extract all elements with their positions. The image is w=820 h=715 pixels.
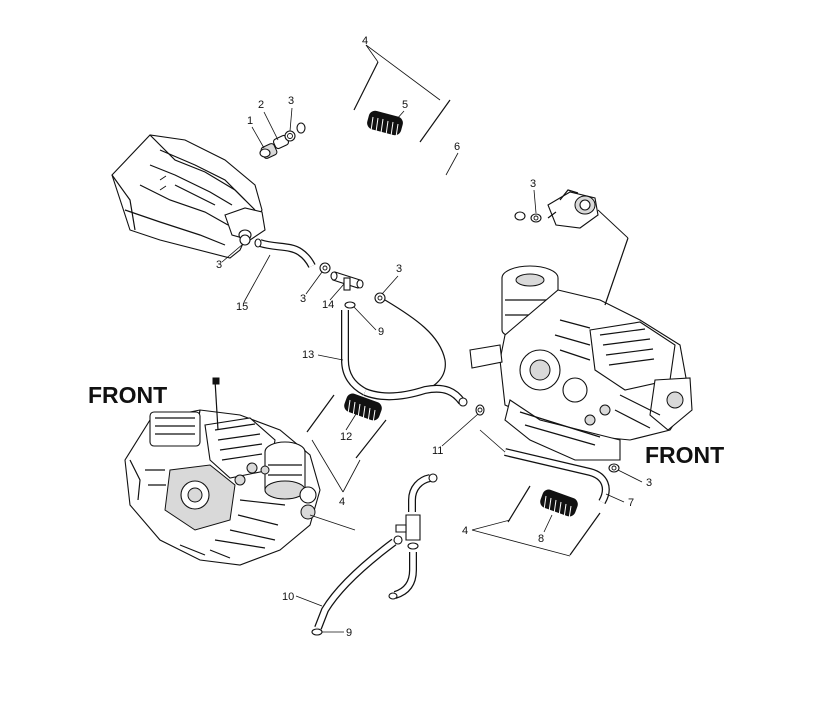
- intake-adapter: [547, 189, 629, 239]
- callout-6: 6: [454, 141, 460, 153]
- callout-5: 5: [402, 99, 408, 111]
- clamp-9-upper: [344, 301, 356, 309]
- clamp-3-upper-right: [374, 292, 386, 304]
- sleeve-5: [367, 110, 403, 138]
- clamp-3-right-top: [530, 213, 542, 223]
- clamp-3-top: [284, 130, 296, 142]
- hose-lower-assembly: [311, 473, 438, 636]
- clamp-3-mid: [319, 262, 331, 274]
- callout-13: 13: [302, 349, 314, 361]
- callout-12: 12: [340, 431, 352, 443]
- callouts: 1 2 3 4 5 6 3 3 15 3 14 3 9 13 12 4 11 3: [216, 35, 652, 639]
- callout-4-top: 4: [362, 35, 368, 47]
- front-label-left: FRONT: [88, 382, 167, 408]
- callout-7: 7: [628, 497, 634, 509]
- hose-13: [341, 310, 368, 396]
- front-label-right: FRONT: [645, 442, 724, 468]
- callout-14: 14: [322, 299, 334, 311]
- hose-15: [254, 238, 316, 268]
- sleeve-8: [540, 489, 578, 520]
- clamp-3-lower-right: [608, 463, 620, 473]
- engine-right: [469, 237, 693, 461]
- callout-9-upper: 9: [378, 326, 384, 338]
- tie-straps-4-top: [353, 44, 451, 143]
- tie-straps-4-middle: [306, 394, 387, 493]
- callout-3-top: 3: [288, 95, 294, 107]
- callout-4-lower: 4: [462, 525, 468, 537]
- callout-9-lower: 9: [346, 627, 352, 639]
- callout-3-lower-right: 3: [646, 477, 652, 489]
- callout-4-middle: 4: [339, 496, 345, 508]
- callout-3-left: 3: [216, 259, 222, 271]
- callout-2: 2: [258, 99, 264, 111]
- clamp-11: [475, 404, 485, 416]
- callout-3-upper-right: 3: [396, 263, 402, 275]
- callout-10: 10: [282, 591, 294, 603]
- tie-straps-4-lower: [471, 485, 601, 557]
- fitting-1: [259, 143, 278, 159]
- callout-1: 1: [247, 115, 253, 127]
- clamp-3-left: [239, 234, 251, 246]
- sleeve-12: [344, 393, 382, 424]
- callout-11: 11: [432, 445, 443, 457]
- callout-3-mid: 3: [300, 293, 306, 305]
- hose-7: [479, 429, 610, 504]
- airbox-housing: [111, 134, 266, 259]
- callout-15: 15: [236, 301, 248, 313]
- callout-3-right-top: 3: [530, 178, 536, 190]
- hose-long-lower: [363, 299, 468, 407]
- hose-6: [296, 119, 526, 221]
- tee-fitting-14: [330, 271, 364, 291]
- engine-left: [124, 377, 356, 566]
- callout-8: 8: [538, 533, 544, 545]
